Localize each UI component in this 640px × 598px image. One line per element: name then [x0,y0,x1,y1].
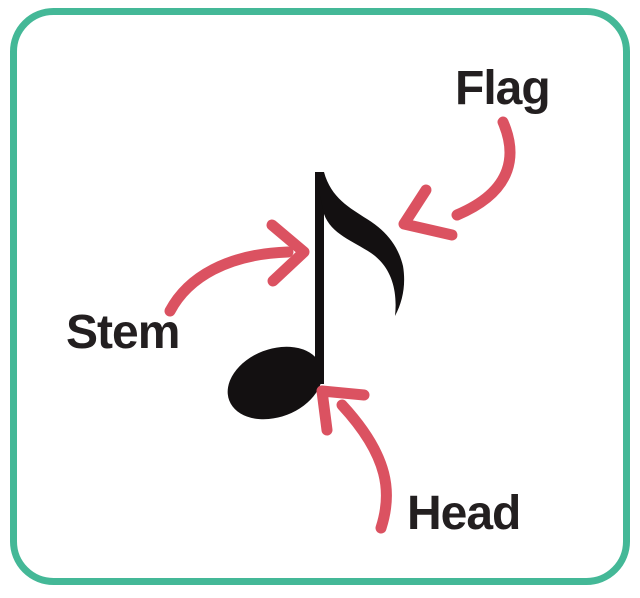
rounded-border [10,8,630,585]
flag-arrow-shaft [451,116,516,221]
flag-label: Flag [455,62,551,115]
note-flag [315,172,405,316]
flag-arrowhead-icon [398,184,458,241]
note-head [227,346,323,420]
annotation-arrows [164,116,516,534]
head-label: Head [407,487,521,540]
eighth-note-icon [227,172,405,420]
head-arrow-shaft [336,399,392,534]
stem-arrow-shaft [164,246,294,317]
stem-arrowhead-icon [266,219,310,287]
head-arrowhead-icon [316,385,370,436]
stem-label: Stem [66,306,180,359]
note-stem [315,172,324,384]
